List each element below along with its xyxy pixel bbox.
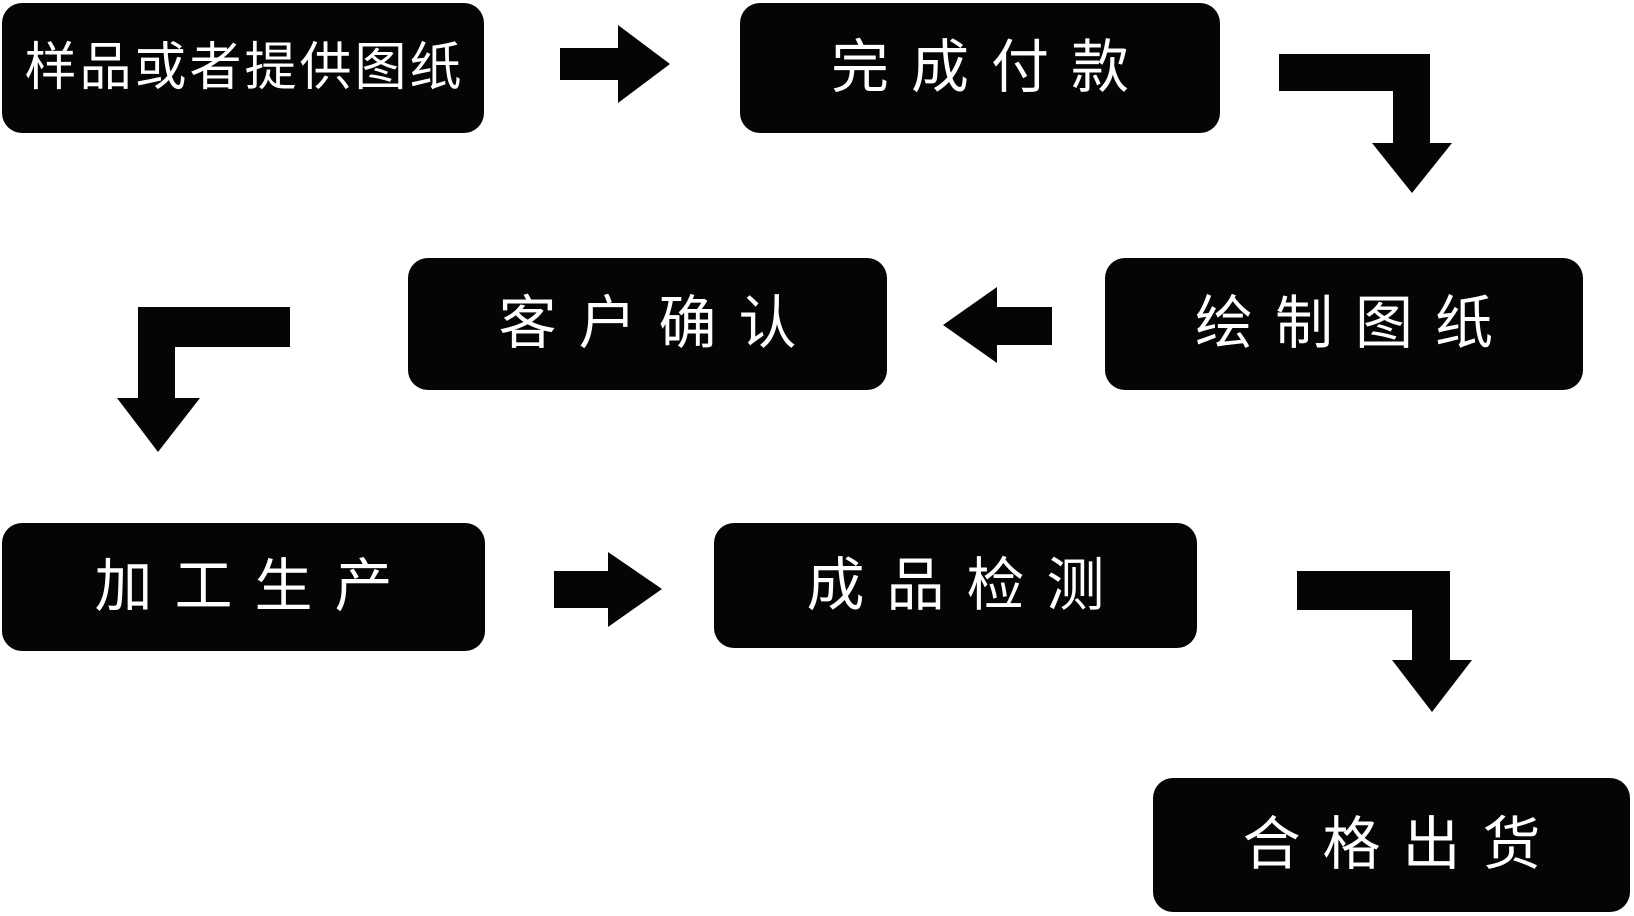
node-processing-production: 加工生产	[2, 523, 485, 651]
node-qualified-shipment: 合格出货	[1153, 778, 1630, 912]
node-complete-payment: 完成付款	[740, 3, 1220, 133]
node-draw-drawings: 绘制图纸	[1105, 258, 1583, 390]
arrow-elbow-payment-to-draw-icon	[1279, 54, 1452, 193]
node-finished-product-inspection: 成品检测	[714, 523, 1197, 648]
arrow-right-production-to-inspection-icon	[554, 552, 662, 627]
node-label: 客户确认	[498, 291, 819, 356]
node-label: 合格出货	[1242, 812, 1563, 877]
arrow-left-draw-to-confirm-icon	[943, 287, 1052, 363]
node-label: 完成付款	[830, 35, 1151, 100]
arrow-right-sample-to-payment-icon	[560, 25, 670, 103]
arrow-elbow-inspection-to-shipment-icon	[1297, 571, 1472, 712]
node-label: 加工生产	[94, 554, 415, 619]
node-label: 样品或者提供图纸	[24, 39, 465, 97]
node-label: 成品检测	[806, 552, 1127, 618]
node-label: 绘制图纸	[1194, 291, 1515, 356]
node-sample-or-provide-drawings: 样品或者提供图纸	[2, 3, 484, 133]
node-customer-confirmation: 客户确认	[408, 258, 887, 390]
arrow-elbow-confirm-to-production-icon	[117, 307, 290, 452]
